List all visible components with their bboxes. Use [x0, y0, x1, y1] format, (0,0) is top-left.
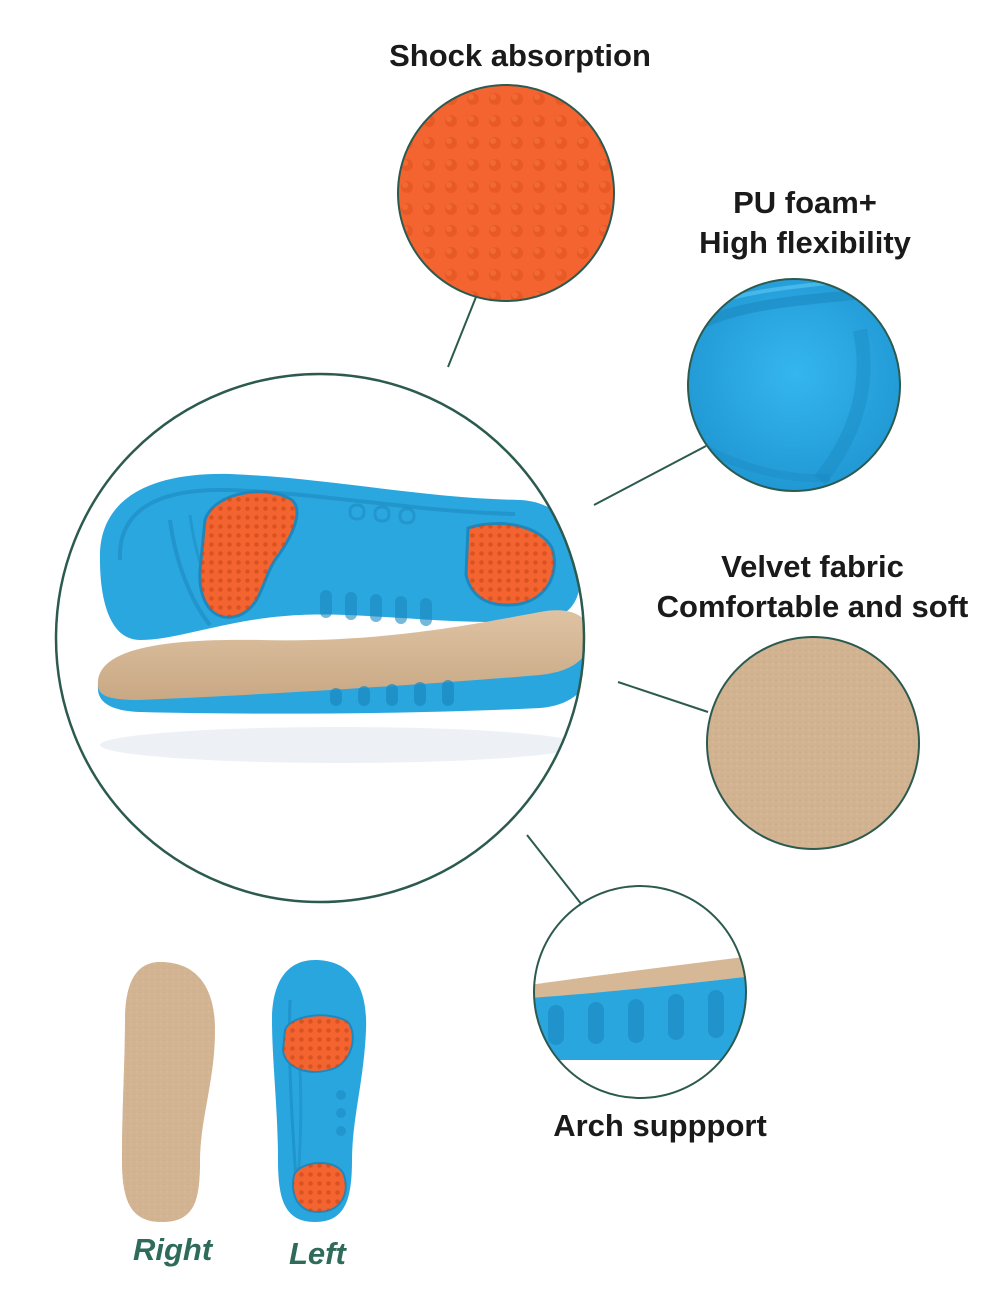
blue-foam-icon — [687, 278, 901, 492]
connector-velvet — [617, 681, 709, 713]
connector-arch — [526, 834, 583, 906]
arch-support-label: Arch suppport — [553, 1108, 767, 1143]
main-insole-view — [54, 372, 586, 904]
right-insole-icon — [122, 962, 215, 1222]
orange-dotted-pad-icon — [397, 84, 615, 302]
tan-velvet-icon — [706, 636, 920, 850]
connector-lines — [447, 296, 709, 906]
connector-shock — [447, 296, 477, 368]
pu-foam-label-line2: High flexibility — [699, 225, 911, 260]
velvet-label-line1: Velvet fabric — [721, 549, 904, 584]
left-insole-icon — [272, 960, 367, 1222]
left-side-label: Left — [289, 1236, 346, 1271]
velvet-label-line2: Comfortable and soft — [656, 589, 969, 624]
connector-foam — [593, 445, 707, 506]
pu-foam-label-line1: PU foam+ — [733, 185, 877, 220]
shock-absorption-label: Shock absorption — [389, 38, 651, 73]
right-side-label: Right — [133, 1232, 213, 1267]
arch-support-icon — [533, 885, 747, 1099]
